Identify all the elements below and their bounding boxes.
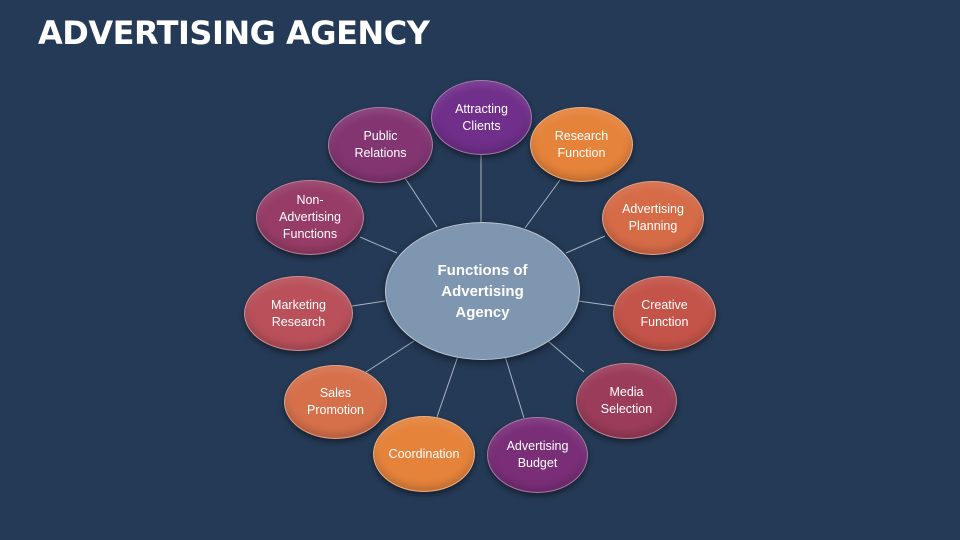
node-research-function: Research Function (530, 107, 633, 182)
connector-non-advertising-functions (359, 236, 398, 254)
node-creative-function: Creative Function (613, 276, 716, 351)
node-marketing-research: Marketing Research (244, 276, 353, 351)
connector-creative-function (577, 300, 615, 307)
page-title: ADVERTISING AGENCY (38, 14, 430, 52)
node-media-selection: Media Selection (576, 363, 677, 439)
connector-research-function (524, 179, 561, 229)
node-advertising-planning: Advertising Planning (602, 181, 704, 255)
connector-coordination (436, 355, 459, 418)
node-advertising-budget: Advertising Budget (487, 417, 588, 493)
center-node: Functions of Advertising Agency (385, 222, 580, 360)
connector-advertising-budget (504, 355, 525, 419)
node-public-relations: Public Relations (328, 107, 433, 183)
node-non-advertising-functions: Non- Advertising Functions (256, 180, 364, 255)
node-attracting-clients: Attracting Clients (431, 80, 532, 155)
connector-marketing-research (351, 300, 386, 307)
connector-advertising-planning (565, 235, 606, 254)
connector-public-relations (404, 177, 438, 228)
node-sales-promotion: Sales Promotion (284, 365, 387, 439)
connector-media-selection (547, 340, 585, 373)
connector-sales-promotion (365, 340, 415, 373)
node-coordination: Coordination (373, 416, 475, 492)
